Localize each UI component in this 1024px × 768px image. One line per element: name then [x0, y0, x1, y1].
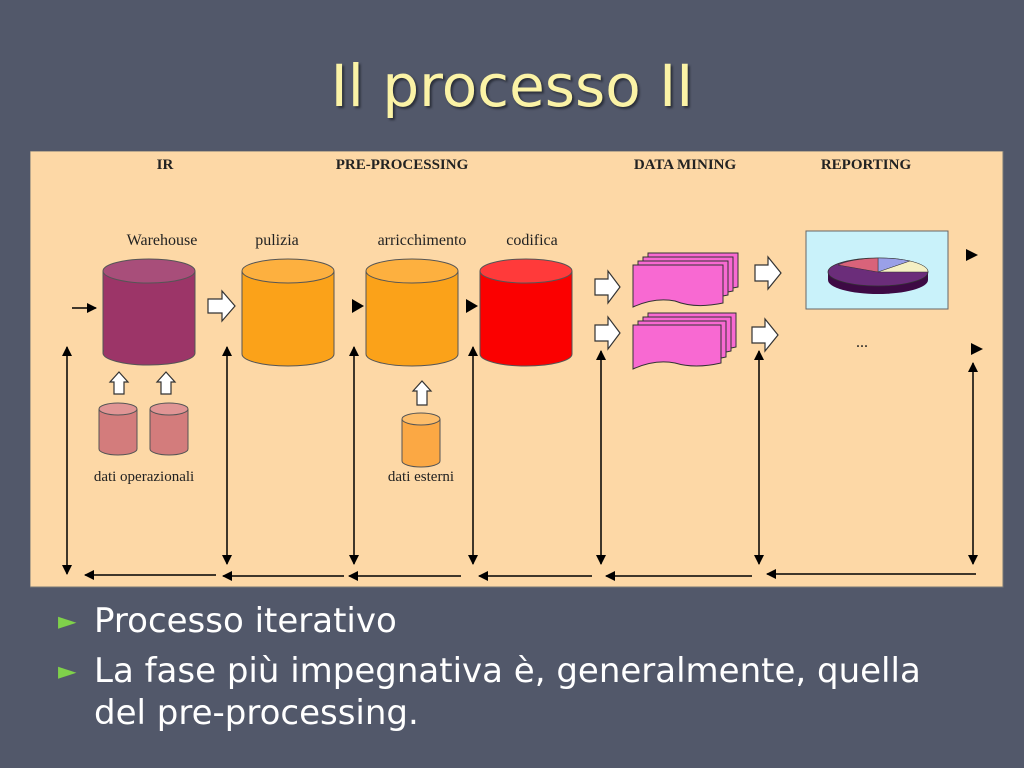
flow-arrow-icon	[207, 289, 236, 323]
bullet-arrow-icon: ►	[58, 607, 77, 635]
process-diagram: IR PRE-PROCESSING DATA MINING REPORTING …	[30, 151, 1004, 588]
label-codifica: codifica	[506, 232, 558, 249]
slide-title: Il processo II	[330, 52, 694, 120]
warehouse-cylinder	[102, 258, 196, 366]
label-arricchimento: arricchimento	[378, 232, 467, 249]
bullet-text: Processo iterativo	[94, 601, 397, 641]
bullet-item: ► Processo iterativo	[58, 600, 978, 642]
label-dati-esterni: dati esterni	[388, 469, 454, 485]
arricchimento-cylinder	[365, 258, 459, 367]
arrow-up-icon	[411, 380, 433, 406]
dati-esterni-cylinder	[401, 412, 441, 468]
phase-ir: IR	[157, 157, 174, 173]
phase-data-mining: DATA MINING	[634, 157, 737, 173]
arrow-up-icon	[108, 371, 130, 395]
bullet-item: ► La fase più impegnativa è, generalment…	[58, 650, 978, 734]
phase-reporting: REPORTING	[821, 157, 912, 173]
flow-arrow-icon	[594, 315, 621, 351]
flow-arrow-icon	[751, 317, 779, 353]
arrow-right-icon	[352, 299, 364, 313]
report-ellipsis: ...	[856, 334, 868, 351]
label-pulizia: pulizia	[255, 232, 299, 249]
bullet-arrow-icon: ►	[58, 657, 77, 685]
label-warehouse: Warehouse	[127, 232, 198, 249]
dati-operazionali-cylinder	[149, 402, 189, 456]
arrow-right-icon	[466, 299, 478, 313]
bullet-list: ► Processo iterativo ► La fase più impeg…	[58, 600, 978, 742]
stacked-pages-icon	[632, 312, 737, 370]
arrow-right-icon	[971, 343, 983, 355]
pulizia-cylinder	[241, 258, 335, 367]
pie-chart-icon	[827, 257, 929, 294]
codifica-cylinder	[479, 258, 573, 367]
bullet-text: La fase più impegnativa è, generalmente,…	[94, 651, 921, 733]
phase-pre-processing: PRE-PROCESSING	[336, 157, 469, 173]
flow-arrow-icon	[754, 255, 782, 291]
label-dati-operazionali: dati operazionali	[94, 469, 194, 485]
dati-operazionali-cylinder	[98, 402, 138, 456]
report-panel	[805, 230, 949, 310]
diagram-background	[30, 151, 1004, 588]
stacked-pages-icon	[632, 252, 739, 308]
feedback-verticals	[62, 346, 978, 575]
feedback-bottom	[84, 569, 976, 581]
flow-arrow-icon	[594, 269, 621, 305]
arrow-right-icon	[966, 249, 978, 261]
arrow-up-icon	[155, 371, 177, 395]
